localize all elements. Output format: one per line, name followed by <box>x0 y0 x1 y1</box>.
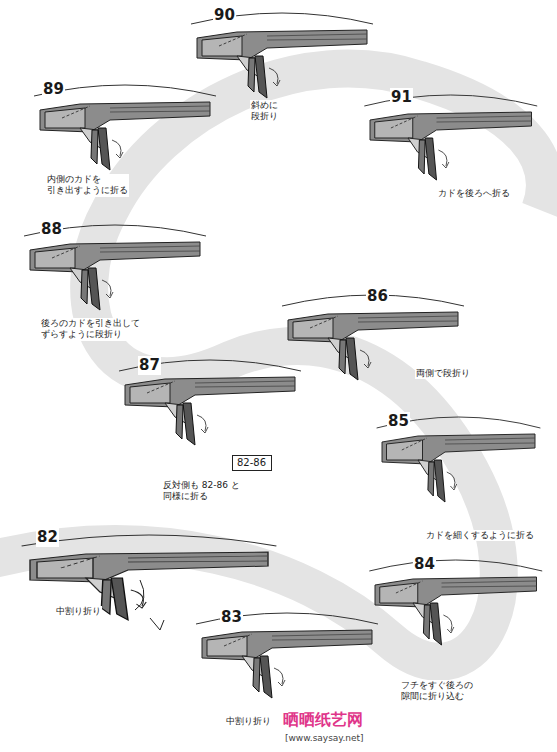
step-number: 87 <box>138 356 161 375</box>
step-number: 89 <box>42 80 65 99</box>
step-caption: カドを後ろへ折る <box>437 188 511 199</box>
step-caption: 内側のカドを 引き出すように折る <box>46 174 129 197</box>
step-caption: 斜めに 段折り <box>250 100 279 123</box>
step-reference: 82-86 <box>237 457 267 469</box>
step-caption: 中割り折り <box>225 716 272 727</box>
step-number: 91 <box>390 88 413 107</box>
step-caption: 両側で段折り <box>415 368 471 379</box>
step-caption: 中割り折り <box>55 606 102 617</box>
watermark: 晒晒纸艺网 <box>282 710 364 730</box>
step-number: 84 <box>413 555 436 574</box>
step-caption: 反対側も 82-86 と 同様に折る <box>162 480 250 503</box>
step-number: 83 <box>220 608 243 627</box>
step-number: 90 <box>213 6 236 25</box>
step-number: 86 <box>366 287 389 306</box>
step-caption: 後ろのカドを引き出して ずらすように段折り <box>40 318 141 341</box>
watermark-url: [www.saysay.net] <box>284 733 365 744</box>
step-caption: フチをすぐ後ろの 隙間に折り込む <box>400 680 474 703</box>
step-number: 82 <box>36 528 59 547</box>
step-number: 88 <box>40 220 63 239</box>
step-number: 85 <box>387 412 410 431</box>
step-caption: カドを細くするように折る <box>425 530 535 541</box>
reference-box: 82-86 <box>232 455 272 471</box>
